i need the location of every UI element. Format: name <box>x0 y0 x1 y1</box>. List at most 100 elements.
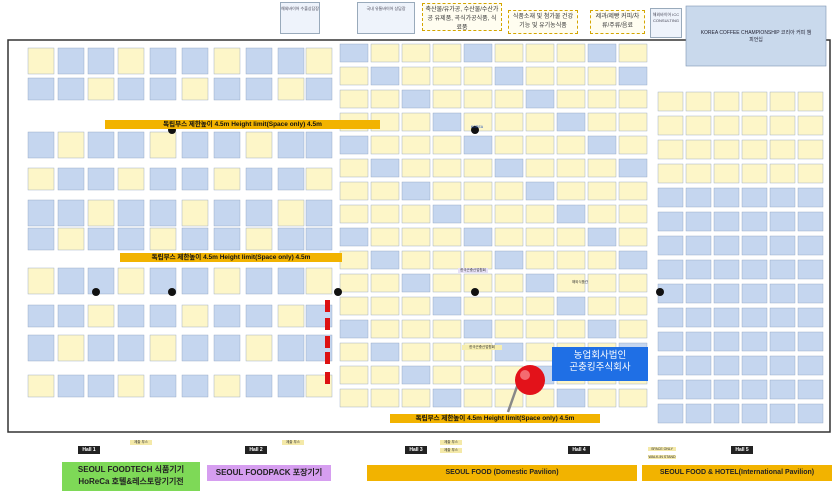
booth <box>494 319 524 339</box>
booth <box>618 112 648 132</box>
booth <box>713 283 740 304</box>
booth <box>463 365 493 385</box>
booth <box>277 267 305 295</box>
pavilion-foodtech-line-2: HoReCa 호텔&레스토랑기기전 <box>78 477 184 486</box>
booth <box>556 181 586 201</box>
booth <box>305 227 333 251</box>
height-limit-bar-middle: 독립부스 제한높이 4.5m Height limit(Space only) … <box>120 253 342 262</box>
booth <box>657 91 684 112</box>
booth <box>741 139 768 160</box>
booth <box>618 181 648 201</box>
pillar <box>471 126 479 134</box>
booth <box>401 319 431 339</box>
booth <box>463 227 493 247</box>
booth <box>713 115 740 136</box>
booth <box>713 163 740 184</box>
booth <box>797 211 824 232</box>
category-bakery-label: 제과/제빵 커피/차류/주류/음료 <box>595 14 640 29</box>
booth <box>117 199 145 227</box>
booth <box>769 211 796 232</box>
pavilion-foodtech[interactable]: SEOUL FOODTECH 식품기기 HoReCa 호텔&레스토랑기기전 <box>62 462 200 491</box>
booth <box>401 227 431 247</box>
booth <box>713 235 740 256</box>
booth <box>245 267 273 295</box>
booth <box>27 227 55 251</box>
booth <box>587 250 617 270</box>
booth <box>657 331 684 352</box>
booth-label-b: 한국곤충산업협회 <box>458 268 488 273</box>
booth <box>339 388 369 408</box>
booth <box>149 304 177 328</box>
booth <box>339 204 369 224</box>
booth <box>370 319 400 339</box>
pavilion-foodpack[interactable]: SEOUL FOODPACK 포장기기 <box>207 465 331 481</box>
booth <box>657 355 684 376</box>
map-pin-icon[interactable] <box>506 365 545 413</box>
booth <box>87 334 115 362</box>
booth <box>401 112 431 132</box>
booth <box>339 342 369 362</box>
booth <box>245 374 273 398</box>
booth <box>370 181 400 201</box>
pillar <box>471 288 479 296</box>
booth <box>741 91 768 112</box>
booth <box>713 379 740 400</box>
booth <box>494 250 524 270</box>
hall-2-marker[interactable]: Hall 2 <box>245 446 267 454</box>
booth <box>117 77 145 101</box>
pillar <box>656 288 664 296</box>
booth <box>769 91 796 112</box>
booth <box>245 77 273 101</box>
domestic-meeting-label: 국내 유통바이어 상담장 <box>366 6 406 11</box>
booth <box>57 199 85 227</box>
hall-4-marker[interactable]: Hall 4 <box>568 446 590 454</box>
booth <box>245 47 273 75</box>
booth <box>556 43 586 63</box>
booth <box>57 374 85 398</box>
booth <box>741 379 768 400</box>
booth <box>769 163 796 184</box>
booth <box>741 187 768 208</box>
booth <box>213 199 241 227</box>
pavilion-international[interactable]: SEOUL FOOD & HOTEL(International Pavilio… <box>642 465 832 481</box>
hall-1-marker[interactable]: Hall 1 <box>78 446 100 454</box>
booth <box>245 227 273 251</box>
pavilion-seoul-food[interactable]: SEOUL FOOD (Domestic Pavilion) <box>367 465 637 481</box>
booth <box>685 115 712 136</box>
registration-label-2: 제출 부스 <box>282 440 304 445</box>
booth <box>685 211 712 232</box>
booth <box>117 227 145 251</box>
booth <box>797 259 824 280</box>
booth <box>685 91 712 112</box>
booth <box>713 403 740 424</box>
booth <box>741 355 768 376</box>
booth <box>494 112 524 132</box>
booth <box>432 158 462 178</box>
booth <box>685 403 712 424</box>
booth <box>587 89 617 109</box>
exhibitor-callout[interactable]: 농업회사법인 곤충킹주식회사 <box>552 347 648 381</box>
booth <box>339 296 369 316</box>
hall-3-marker[interactable]: Hall 3 <box>405 446 427 454</box>
booth <box>587 227 617 247</box>
booth <box>494 89 524 109</box>
booth <box>277 47 305 75</box>
booth <box>797 331 824 352</box>
hall-5-marker[interactable]: Hall 5 <box>731 446 753 454</box>
booth <box>339 227 369 247</box>
booth <box>57 131 85 159</box>
booth <box>181 374 209 398</box>
booth <box>713 91 740 112</box>
booth <box>401 388 431 408</box>
booth <box>432 388 462 408</box>
booth <box>741 211 768 232</box>
height-limit-bar-top: 독립부스 제한높이 4.5m Height limit(Space only) … <box>105 120 380 129</box>
booth <box>657 163 684 184</box>
booth <box>149 131 177 159</box>
booth <box>305 267 333 295</box>
coffee-championship-label: KOREA COFFEE CHAMPIONSHIP 코리아 커피 챔피언십 <box>700 30 812 48</box>
booth <box>305 131 333 159</box>
booth <box>432 112 462 132</box>
booth <box>213 304 241 328</box>
booth <box>587 319 617 339</box>
